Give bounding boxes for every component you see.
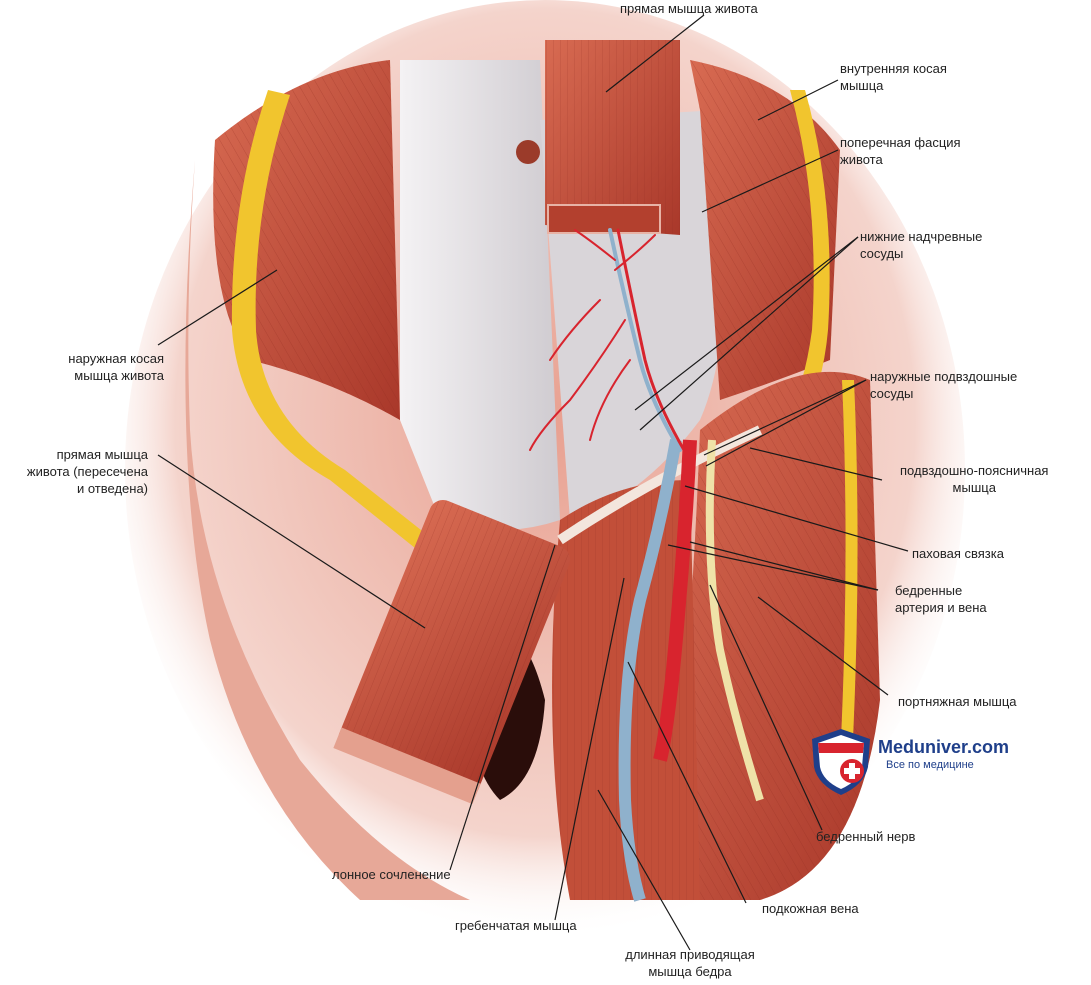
- navel: [516, 140, 540, 164]
- inferior-epigastric-vessels: [529, 228, 686, 452]
- brand-tagline: Все по медицине: [886, 759, 974, 771]
- retracted-rectus-flap: [333, 499, 571, 805]
- fat-strip-right: [840, 380, 858, 760]
- label-sartorius: портняжная мышца: [898, 694, 1017, 709]
- fat-layer-left: [231, 90, 440, 560]
- rectus-sheath-left: [400, 60, 560, 530]
- label-external-oblique: наружная косая мышца живота: [68, 351, 164, 383]
- label-saphenous-vein: подкожная вена: [762, 901, 859, 916]
- label-femoral-nerve: бедренный нерв: [816, 829, 916, 844]
- skin-left: [185, 160, 470, 900]
- brand-name: Meduniver.com: [878, 737, 1010, 757]
- fat-layer-right: [760, 90, 830, 460]
- label-femoral-vessels: бедренные артерия и вена: [895, 583, 987, 615]
- label-pubic-symphysis: лонное сочленение: [332, 867, 451, 882]
- label-inguinal-ligament: паховая связка: [912, 546, 1004, 561]
- label-rectus-cut: прямая мышца живота (пересечена и отведе…: [26, 447, 148, 496]
- femoral-vein: [618, 438, 682, 902]
- label-pectineus: гребенчатая мышца: [455, 918, 577, 933]
- label-inferior-epigastric-vessels: нижние надчревные сосуды: [860, 229, 983, 261]
- label-external-iliac-vessels: наружные подвздошные сосуды: [870, 369, 1018, 401]
- femoral-nerve: [705, 439, 764, 802]
- meduniver-watermark: Meduniver.com Все по медицине: [808, 727, 1028, 797]
- label-iliopsoas: подвздошно-поясничная мышца: [900, 463, 1049, 495]
- leader-lines: [157, 14, 909, 951]
- inguinal-ligament: [557, 425, 763, 545]
- label-rectus-abdominis: прямая мышца живота: [620, 1, 758, 16]
- shield-logo-icon: [812, 729, 870, 795]
- label-transverse-fascia: поперечная фасция живота: [840, 135, 961, 167]
- rectus-cut-edge: [547, 204, 661, 234]
- label-adductor-longus: длинная приводящая мышца бедра: [625, 947, 755, 979]
- label-internal-oblique: внутренняя косая мышца: [840, 61, 947, 93]
